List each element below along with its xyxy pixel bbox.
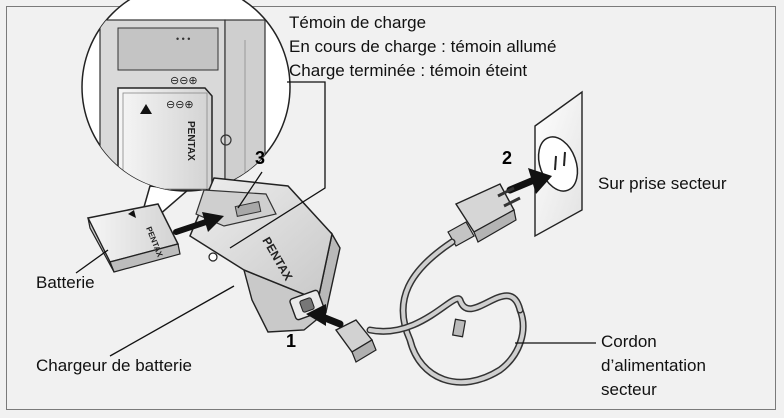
label-charging-lamp-on: En cours de charge : témoin allumé (289, 37, 557, 56)
power-plug (447, 183, 521, 247)
label-cord-line1: Cordon (601, 332, 657, 351)
leader-charger (109, 285, 235, 357)
arrow-insert-battery (173, 219, 209, 235)
step-1-number: 1 (286, 331, 297, 351)
step-3-number: 3 (255, 148, 266, 168)
battery-polarity-symbols: ⊖⊖⊕ (166, 99, 194, 111)
label-charge-lamp-title: Témoin de charge (289, 13, 427, 32)
label-cord-line3: secteur (601, 380, 657, 399)
diagram-frame (6, 6, 776, 410)
charger-polarity-symbols: ⊖⊖⊕ (170, 75, 198, 87)
label-charger: Chargeur de batterie (36, 356, 192, 375)
leader-battery (75, 249, 109, 274)
battery-charger (189, 177, 341, 333)
leader-charge-lamp (229, 81, 326, 249)
battery-brand-zoom: PENTAX (185, 121, 196, 161)
wall-outlet (534, 90, 583, 238)
label-outlet: Sur prise secteur (598, 174, 727, 193)
label-battery: Batterie (36, 273, 95, 292)
label-cord-line2: d’alimentation (601, 356, 706, 375)
leader-step-3 (237, 171, 263, 209)
step-2-number: 2 (502, 148, 513, 168)
label-charged-lamp-off: Charge terminée : témoin éteint (289, 61, 528, 80)
ac-connector (334, 319, 377, 363)
charge-lamp (208, 252, 218, 262)
battery-pack (86, 203, 181, 273)
charger-contact-dots: • • • (176, 34, 190, 44)
magnifier-callout (81, 0, 291, 238)
